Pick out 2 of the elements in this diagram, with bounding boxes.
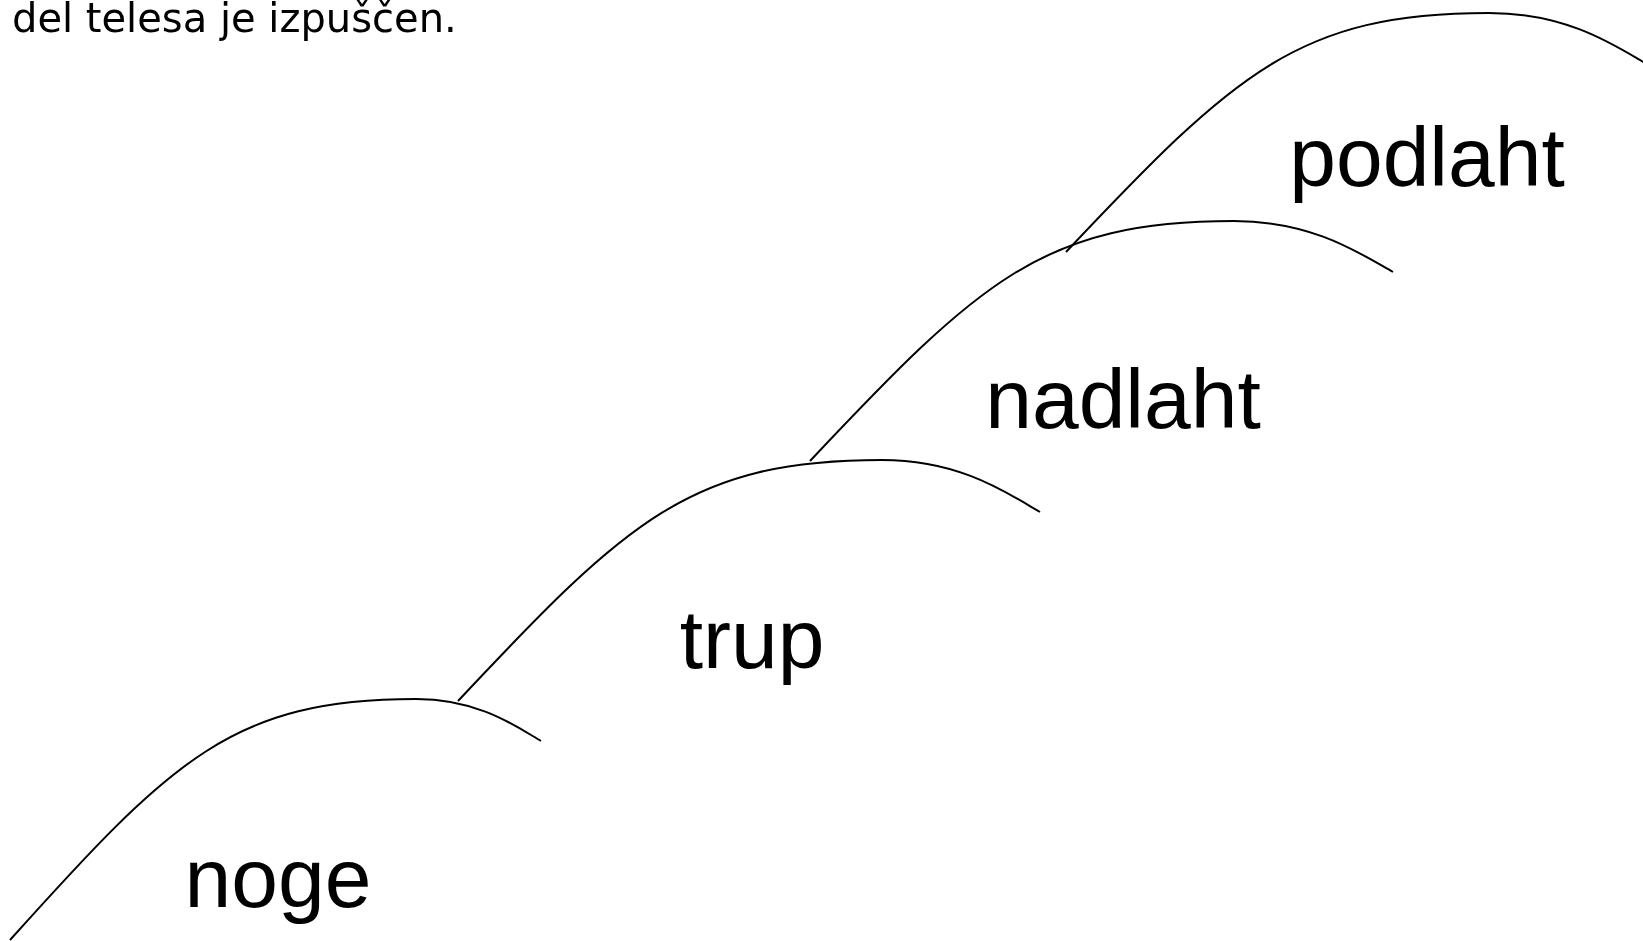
note-text: del telesa je izpuščen. xyxy=(12,0,457,42)
body-part-label: nadlaht xyxy=(985,357,1261,441)
